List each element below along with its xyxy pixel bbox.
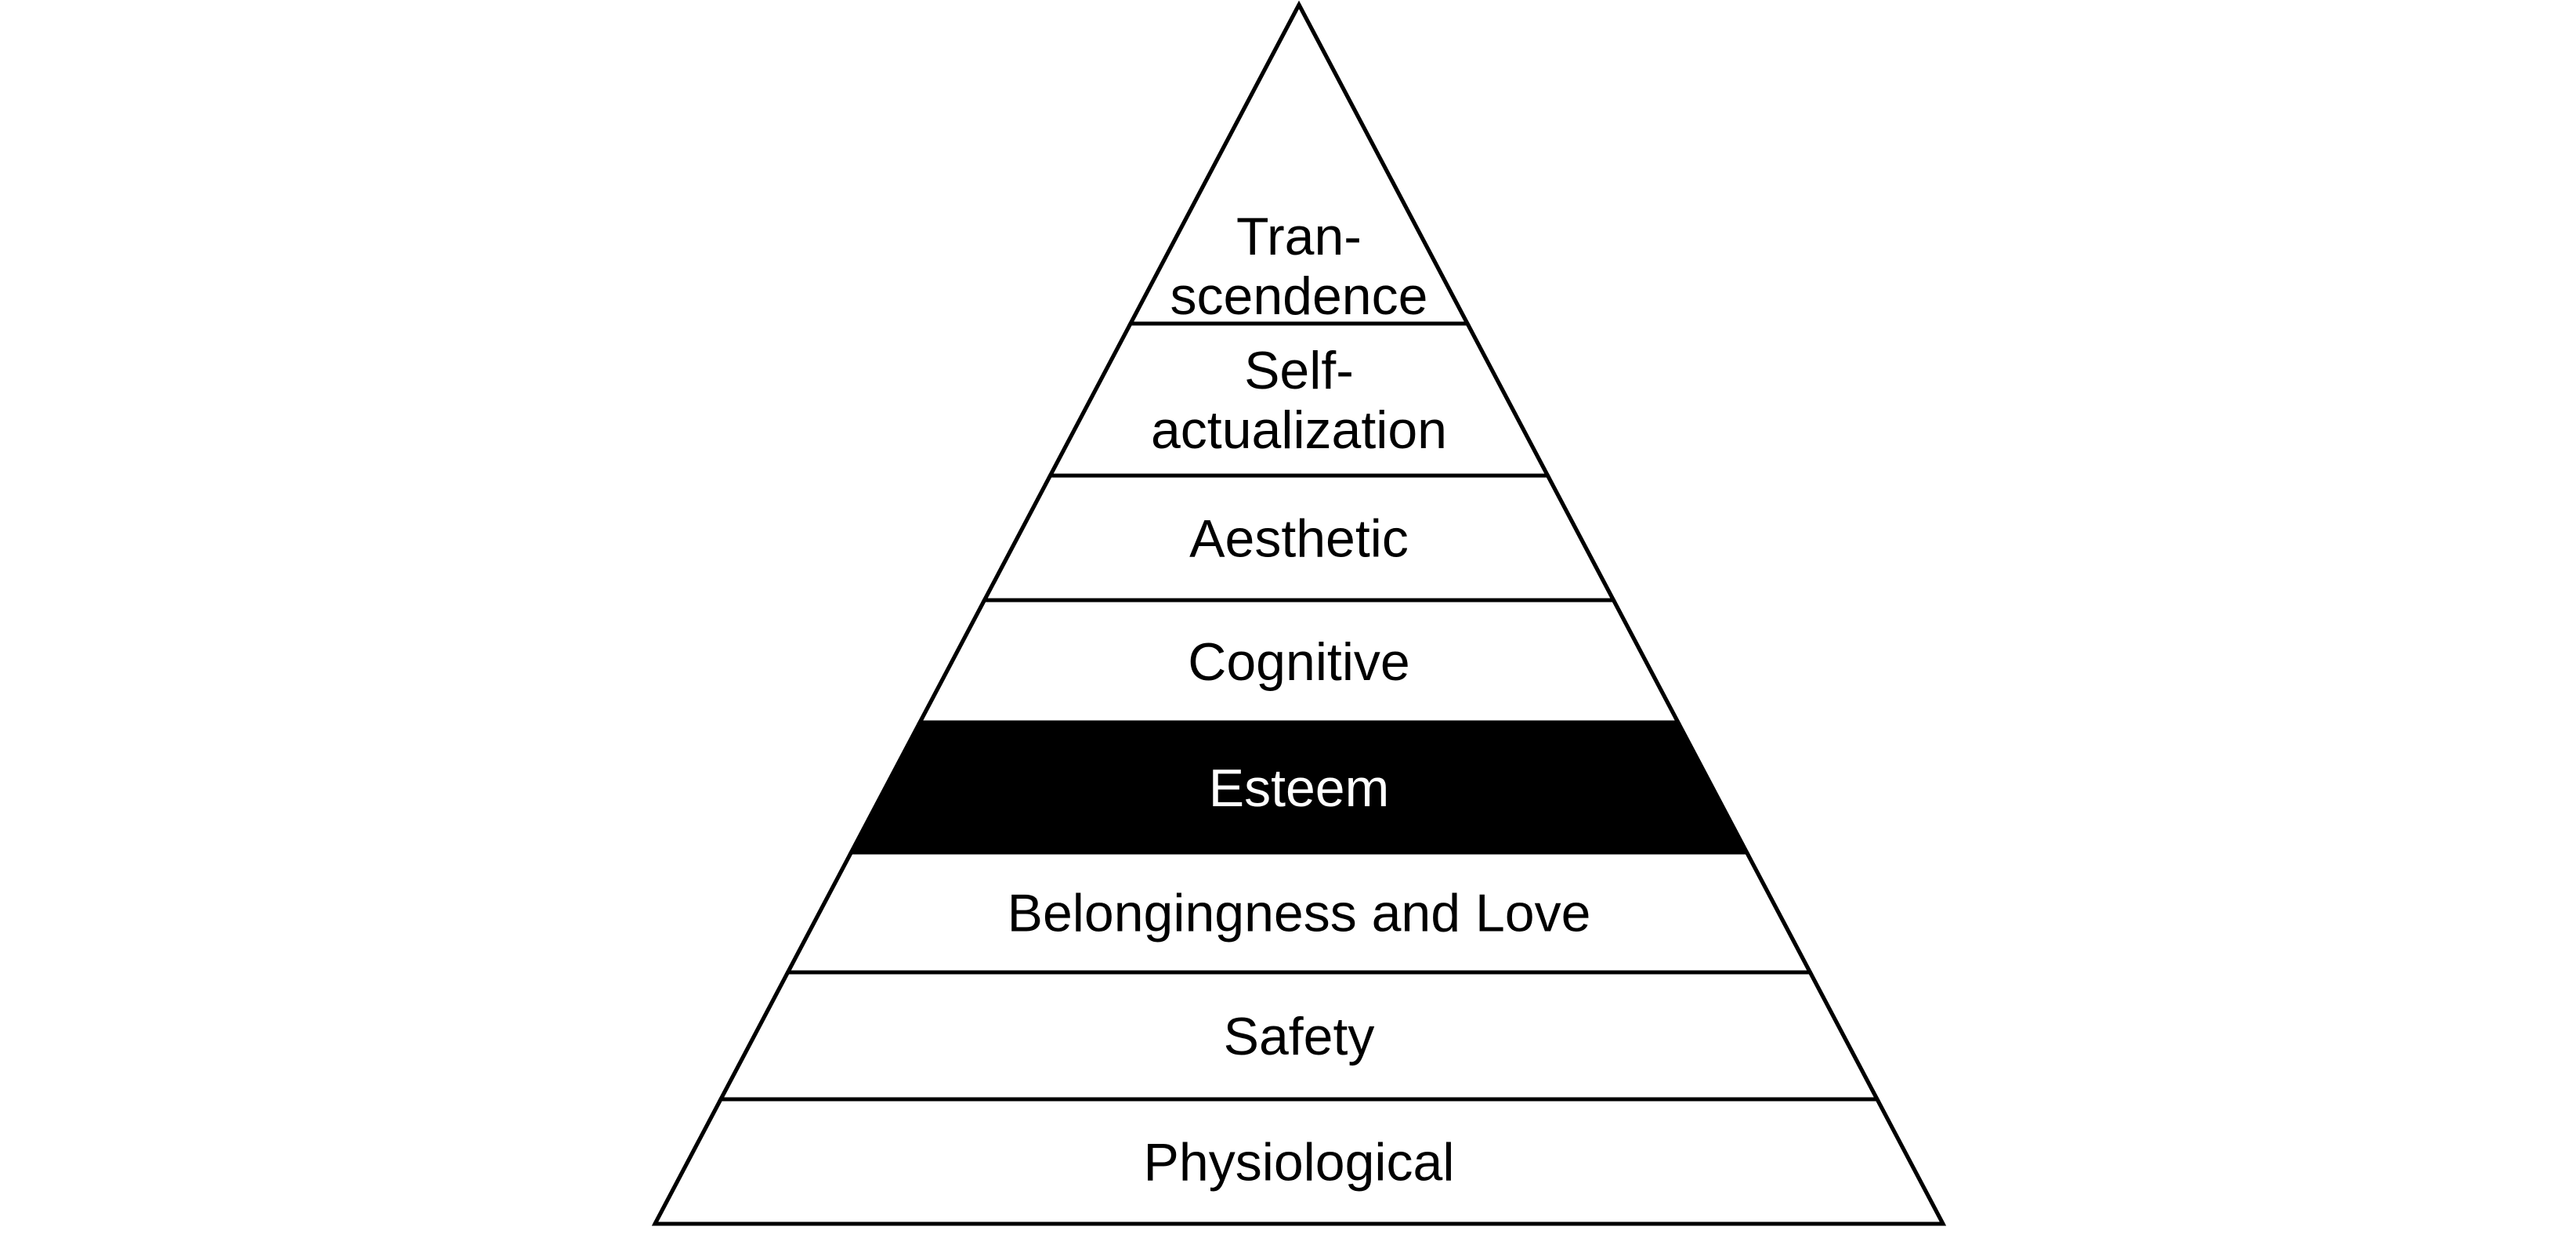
pyramid-level-label-line: Esteem — [1209, 758, 1390, 818]
pyramid-level-label-line: Self- — [1244, 341, 1354, 400]
pyramid-level-label-tran-scendence: Tran-scendence — [1170, 207, 1428, 326]
pyramid-level-label-line: actualization — [1151, 400, 1447, 460]
pyramid-level-label-line: Aesthetic — [1189, 509, 1409, 569]
pyramid-level-label-line: Cognitive — [1188, 632, 1410, 692]
pyramid-level-label-belongingness-and-love: Belongingness and Love — [1008, 884, 1591, 943]
pyramid-level-label-line: scendence — [1170, 266, 1428, 326]
pyramid-outline — [653, 2, 1945, 1226]
pyramid-level-label-line: Belongingness and Love — [1008, 884, 1591, 943]
pyramid-level-label-physiological: Physiological — [1144, 1133, 1455, 1192]
pyramid-level-label-line: Physiological — [1144, 1133, 1455, 1192]
pyramid-level-label-safety: Safety — [1224, 1007, 1375, 1066]
pyramid-level-label-self-actualization: Self-actualization — [1151, 341, 1447, 460]
pyramid-level-label-cognitive: Cognitive — [1188, 632, 1410, 692]
pyramid-level-label-esteem: Esteem — [1209, 758, 1390, 818]
pyramid-labels: Tran-scendenceSelf-actualizationAestheti… — [1008, 207, 1591, 1192]
pyramid-level-label-line: Tran- — [1236, 207, 1362, 266]
pyramid-level-label-aesthetic: Aesthetic — [1189, 509, 1409, 569]
pyramid-level-label-line: Safety — [1224, 1007, 1375, 1066]
